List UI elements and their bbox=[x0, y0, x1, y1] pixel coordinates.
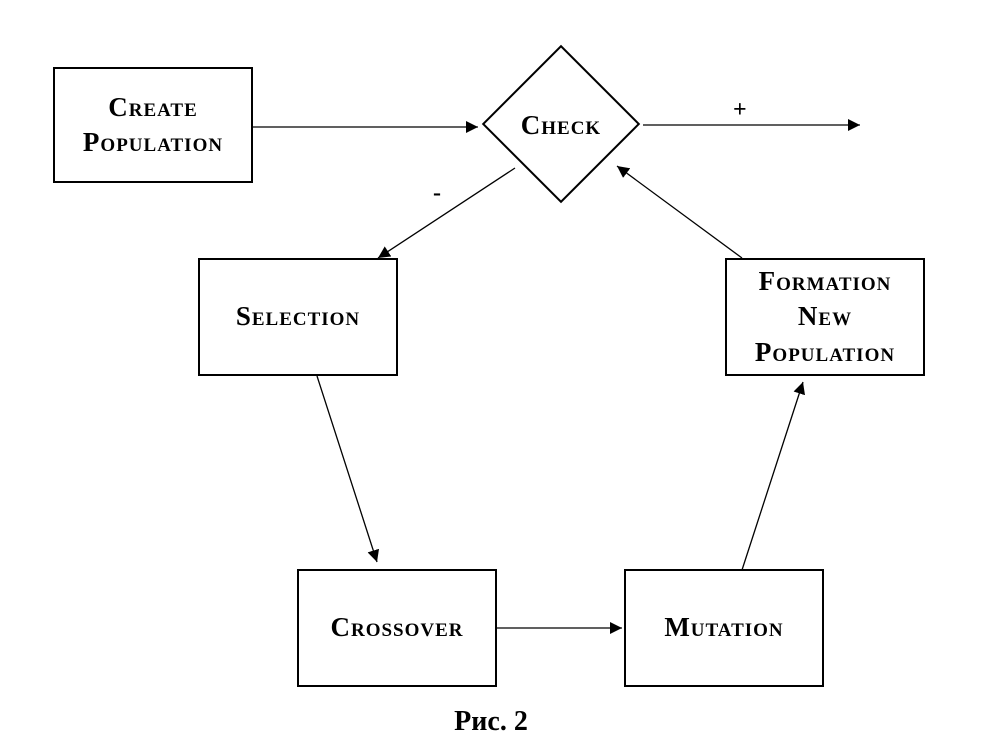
arrow-selection-to-crossover bbox=[316, 375, 380, 563]
formation-new-population-node: Formation New Population bbox=[725, 258, 925, 376]
create-population-label-line1: Create bbox=[108, 91, 198, 122]
mutation-label: Mutation bbox=[664, 612, 784, 643]
arrow-mutation-to-formation bbox=[741, 381, 806, 571]
create-population-node: Create Population bbox=[53, 67, 253, 183]
selection-node: Selection bbox=[198, 258, 398, 376]
arrow-formation-to-check bbox=[616, 165, 743, 259]
selection-label: Selection bbox=[235, 301, 361, 332]
formation-label-line3: Population bbox=[754, 336, 896, 367]
crossover-node: Crossover bbox=[297, 569, 497, 687]
negative-branch-label: - bbox=[433, 180, 441, 206]
create-population-label-line2: Population bbox=[82, 127, 224, 157]
arrow-check-to-selection bbox=[377, 167, 516, 259]
check-label: Check bbox=[520, 110, 602, 141]
figure-caption: Рис. 2 bbox=[454, 706, 528, 737]
formation-label-line2: New bbox=[797, 301, 853, 332]
crossover-label: Crossover bbox=[330, 612, 464, 643]
positive-branch-label: + bbox=[733, 97, 747, 123]
formation-label-line1: Formation bbox=[758, 266, 892, 297]
mutation-node: Mutation bbox=[624, 569, 824, 687]
